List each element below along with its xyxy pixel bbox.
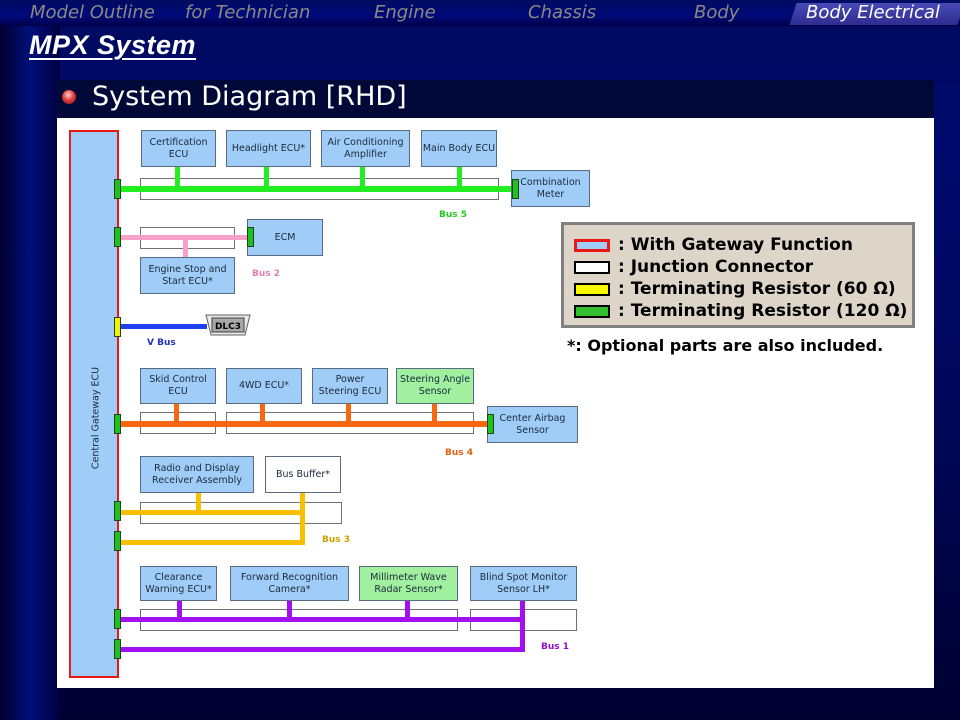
- terminating-resistor-120: [114, 227, 121, 247]
- nav-model-outline[interactable]: Model Outline: [30, 2, 155, 23]
- bus1-stub: [405, 599, 410, 621]
- bus5-line: [119, 186, 517, 192]
- legend: : With Gateway Function : Junction Conne…: [561, 222, 915, 328]
- page-subtitle: System Diagram [RHD]: [92, 81, 407, 112]
- terminating-resistor-120: [114, 609, 121, 629]
- resistor-120-swatch-icon: [574, 304, 610, 318]
- dlc3-connector[interactable]: DLC3: [203, 312, 253, 338]
- engine-stop-and-start-ecu[interactable]: Engine Stop and Start ECU*: [140, 257, 235, 294]
- millimeter-wave-radar-sensor[interactable]: Millimeter Wave Radar Sensor*: [359, 566, 458, 601]
- bus4-stub: [260, 402, 265, 424]
- nav-for-technician[interactable]: for Technician: [185, 2, 311, 23]
- skid-control-ecu[interactable]: Skid Control ECU: [140, 368, 216, 404]
- bus1-line-lower: [119, 647, 525, 652]
- nav-chassis[interactable]: Chassis: [528, 2, 597, 23]
- bus1-line-upper: [119, 617, 525, 622]
- top-navigation: Model Outline for Technician Engine Chas…: [0, 0, 960, 26]
- terminating-resistor-120: [114, 414, 121, 434]
- central-gateway-ecu-label: Central Gateway ECU: [90, 366, 102, 470]
- steering-angle-sensor[interactable]: Steering Angle Sensor: [396, 368, 474, 404]
- gateway-swatch-icon: [574, 238, 610, 252]
- bus3-stub: [196, 492, 201, 514]
- legend-item-junction: : Junction Connector: [574, 256, 813, 278]
- central-gateway-ecu[interactable]: Central Gateway ECU: [69, 130, 119, 678]
- clearance-warning-ecu[interactable]: Clearance Warning ECU*: [140, 566, 217, 601]
- terminating-resistor-120: [487, 414, 494, 434]
- vbus-label: V Bus: [147, 338, 176, 348]
- bus-buffer[interactable]: Bus Buffer*: [265, 456, 341, 493]
- bus4-line: [119, 421, 491, 427]
- bus4-stub: [432, 402, 437, 424]
- ecm[interactable]: ECM: [247, 219, 323, 256]
- legend-label: : Junction Connector: [618, 257, 814, 277]
- bus1-stub: [177, 599, 182, 621]
- bullet-icon: [62, 90, 76, 104]
- legend-item-gateway: : With Gateway Function: [574, 234, 853, 256]
- junction-swatch-icon: [574, 260, 610, 274]
- legend-item-resistor-120: : Terminating Resistor (120 Ω): [574, 300, 907, 322]
- nav-body[interactable]: Body: [694, 2, 740, 23]
- legend-label: : Terminating Resistor (60 Ω): [618, 279, 896, 299]
- dlc3-label: DLC3: [215, 322, 241, 332]
- forward-recognition-camera[interactable]: Forward Recognition Camera*: [230, 566, 349, 601]
- legend-item-resistor-60: : Terminating Resistor (60 Ω): [574, 278, 896, 300]
- bus3-line-upper: [119, 510, 305, 515]
- bus3-line-lower: [119, 540, 305, 545]
- bus4-label: Bus 4: [445, 448, 474, 458]
- center-airbag-sensor[interactable]: Center Airbag Sensor: [487, 406, 578, 443]
- terminating-resistor-120: [114, 501, 121, 521]
- bus1-label: Bus 1: [541, 642, 570, 652]
- certification-ecu[interactable]: Certification ECU: [141, 130, 216, 167]
- bus5-stub: [264, 166, 269, 188]
- bus2-stub: [183, 235, 188, 257]
- subtitle-bar: [57, 80, 934, 118]
- left-decorative-band: [0, 0, 60, 720]
- radio-and-display-receiver-assembly[interactable]: Radio and Display Receiver Assembly: [140, 456, 254, 493]
- optional-parts-note: *: Optional parts are also included.: [567, 336, 884, 355]
- bus3-stub: [300, 492, 305, 545]
- air-conditioning-amplifier[interactable]: Air Conditioning Amplifier: [321, 130, 410, 167]
- bus5-stub: [175, 166, 180, 188]
- resistor-60-swatch-icon: [574, 282, 610, 296]
- bus5-stub: [360, 166, 365, 188]
- bus5-stub: [457, 166, 462, 188]
- bus4-stub: [346, 402, 351, 424]
- main-body-ecu[interactable]: Main Body ECU: [421, 130, 497, 167]
- page-title: MPX System: [29, 30, 197, 60]
- nav-body-electrical[interactable]: Body Electrical: [806, 2, 940, 23]
- bus4-stub: [174, 402, 179, 424]
- terminating-resistor-120: [512, 179, 519, 199]
- headlight-ecu[interactable]: Headlight ECU*: [226, 130, 311, 167]
- bus5-label: Bus 5: [439, 210, 468, 220]
- bus1-stub: [520, 599, 525, 652]
- bus3-label: Bus 3: [322, 535, 351, 545]
- terminating-resistor-120: [114, 179, 121, 199]
- 4wd-ecu[interactable]: 4WD ECU*: [226, 368, 302, 404]
- bus2-label: Bus 2: [252, 269, 281, 279]
- combination-meter[interactable]: Combination Meter: [511, 170, 590, 207]
- terminating-resistor-60: [114, 317, 121, 337]
- bus1-stub: [287, 599, 292, 621]
- terminating-resistor-120: [114, 531, 121, 551]
- legend-label: : Terminating Resistor (120 Ω): [618, 301, 908, 321]
- nav-engine[interactable]: Engine: [374, 2, 436, 23]
- terminating-resistor-120: [114, 639, 121, 659]
- power-steering-ecu[interactable]: Power Steering ECU: [312, 368, 388, 404]
- legend-label: : With Gateway Function: [618, 235, 853, 255]
- vbus-line: [119, 324, 207, 329]
- terminating-resistor-120: [247, 227, 254, 247]
- blind-spot-monitor-sensor-lh[interactable]: Blind Spot Monitor Sensor LH*: [470, 566, 577, 601]
- system-diagram: Central Gateway ECU Certification ECU He…: [57, 118, 934, 688]
